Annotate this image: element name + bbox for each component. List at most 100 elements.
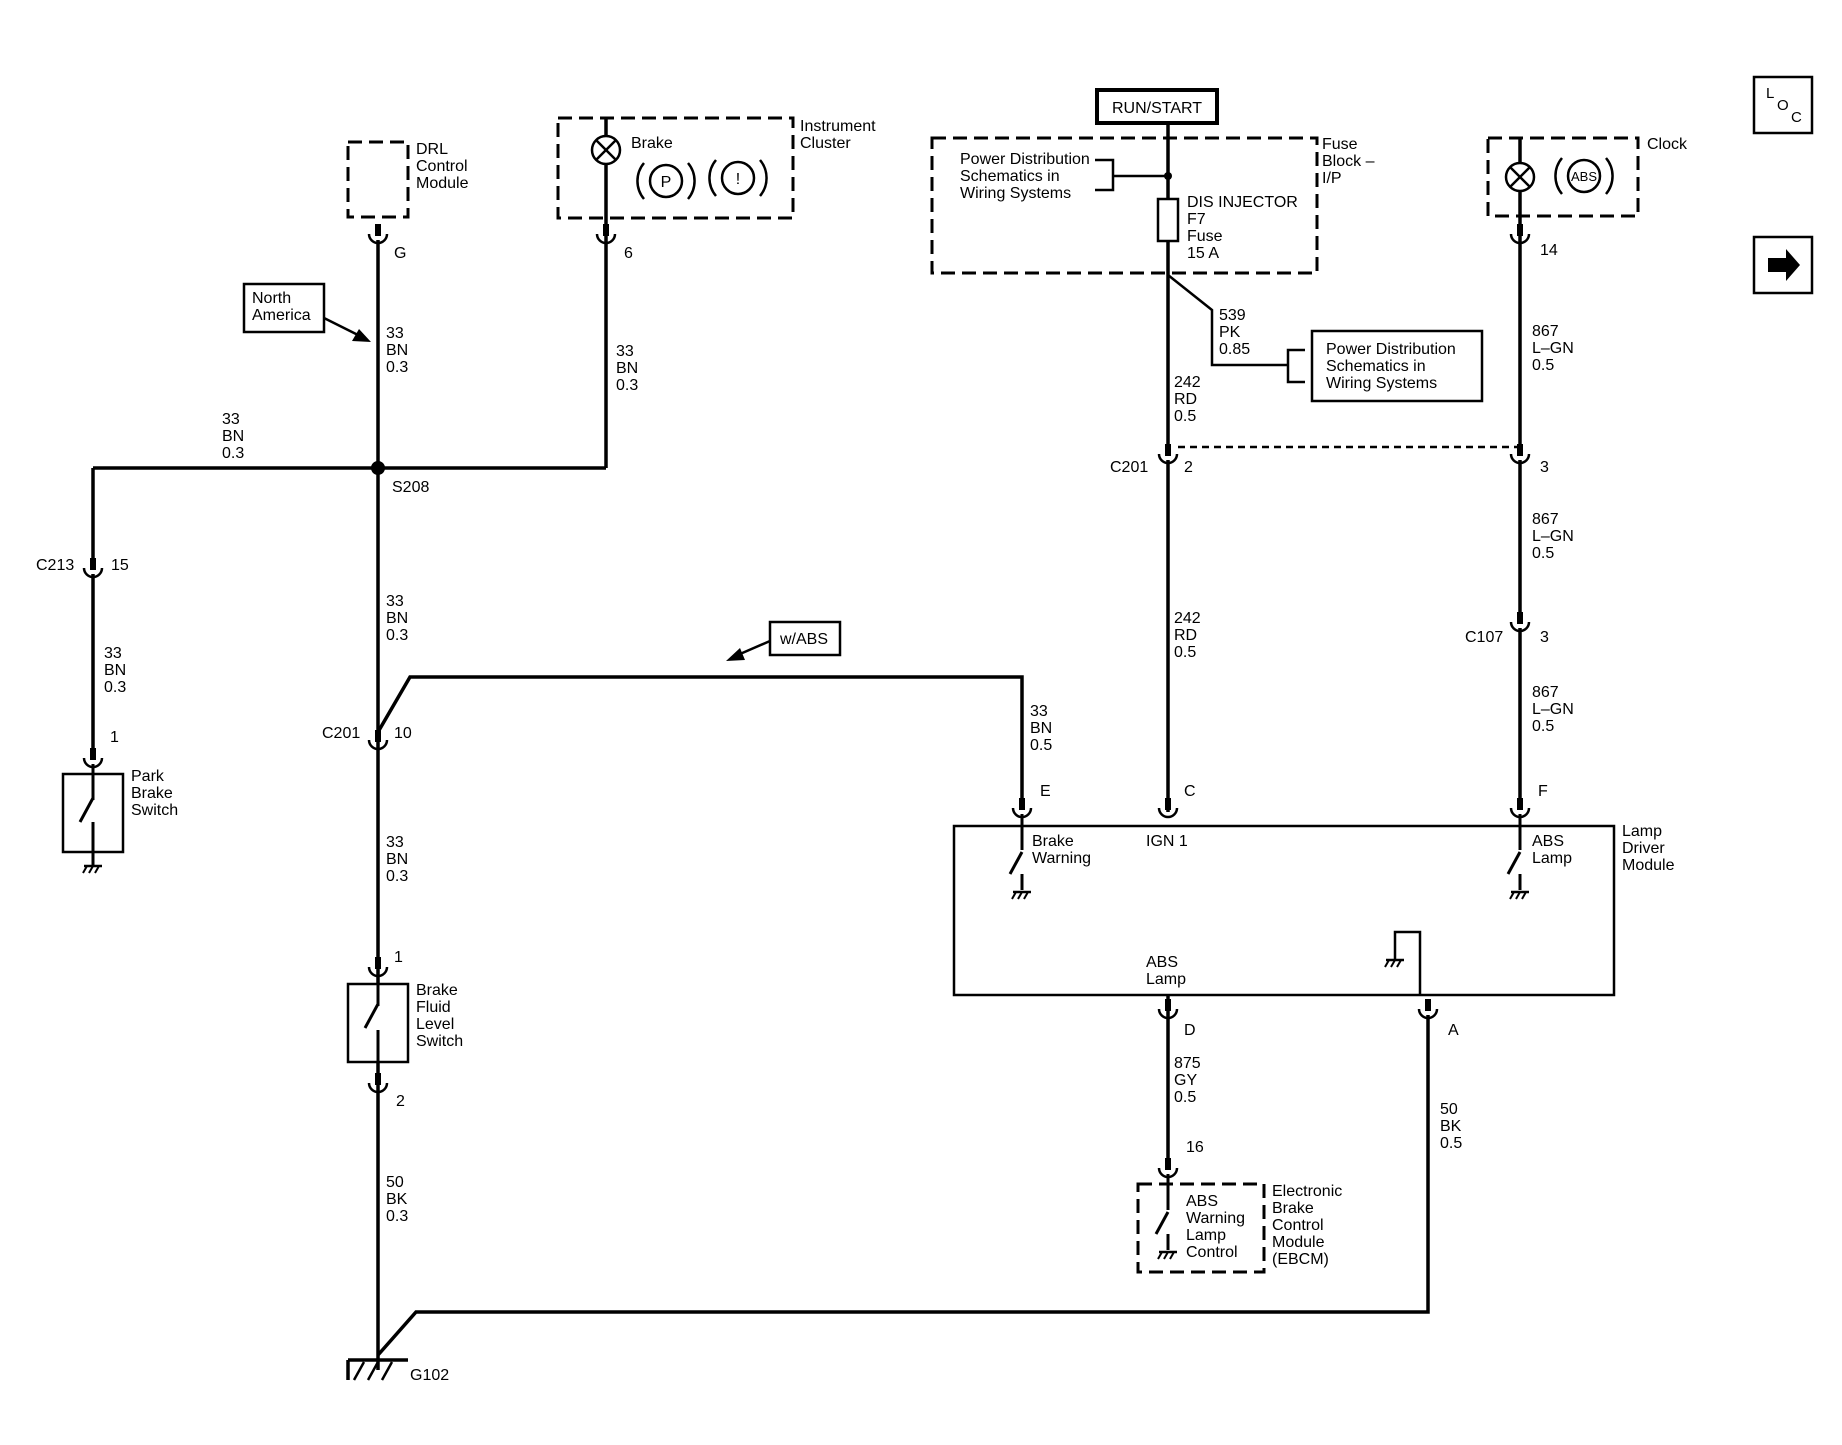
svg-text:w/ABS: w/ABS xyxy=(779,631,828,648)
wire-left-size: 0.3 xyxy=(222,445,244,462)
wire-gnd-size: 0.3 xyxy=(386,1208,408,1225)
wire-left-color: BN xyxy=(222,428,244,445)
wire-ic-size: 0.3 xyxy=(616,377,638,394)
drl-label-1: DRL xyxy=(416,141,448,158)
ldm-pin-d: D xyxy=(1184,1022,1196,1039)
pd-ref-top-1: Power Distribution xyxy=(960,151,1090,168)
wire-gnd-circuit: 50 xyxy=(386,1174,404,1191)
park-label-1: Park xyxy=(131,768,165,785)
wire-gy-color: GY xyxy=(1174,1072,1197,1089)
pd-ref-top-3: Wiring Systems xyxy=(960,185,1071,202)
c201-left-pin: 10 xyxy=(394,725,412,742)
svg-text:ABS: ABS xyxy=(1571,169,1597,184)
fuse-block xyxy=(930,136,1319,275)
c201-right-pin2: 3 xyxy=(1540,459,1549,476)
pd-ref-top-2: Schematics in xyxy=(960,168,1060,185)
ebcm-module xyxy=(1136,1182,1266,1274)
ebcm-label-3: Control xyxy=(1272,1217,1324,1234)
ebcm-label-2: Brake xyxy=(1272,1200,1314,1217)
ground-g102-icon xyxy=(346,1358,408,1381)
fuse-f7 xyxy=(1156,197,1180,243)
pd-ref-box[interactable]: Power Distribution Schematics in Wiring … xyxy=(1310,329,1484,403)
svg-text:!: ! xyxy=(736,171,740,188)
ldm-label-2: Driver xyxy=(1622,840,1665,857)
brake-fluid-level-switch xyxy=(346,974,410,1075)
wire-rd-mid-circuit: 242 xyxy=(1174,610,1201,627)
park-brake-switch xyxy=(61,764,125,866)
wire-drl-color: BN xyxy=(386,342,408,359)
ebcm-pin: 16 xyxy=(1186,1139,1204,1156)
wire-rd-top-color: RD xyxy=(1174,391,1197,408)
ldm-abs-lamp-2: Lamp xyxy=(1532,850,1572,867)
svg-text:RUN/START: RUN/START xyxy=(1112,100,1202,117)
brake-lamp-icon xyxy=(590,134,622,166)
wire-lgn-top-size: 0.5 xyxy=(1532,357,1554,374)
wire-gy-circuit: 875 xyxy=(1174,1055,1201,1072)
wire-park-color: BN xyxy=(104,662,126,679)
wire-lgn-mid-color: L–GN xyxy=(1532,528,1574,545)
wire-abs-size: 0.5 xyxy=(1030,737,1052,754)
fuse-block-label-3: I/P xyxy=(1322,170,1342,187)
wire-s208-down-color: BN xyxy=(386,610,408,627)
loc-letter-o: O xyxy=(1777,97,1789,114)
ic-pin: 6 xyxy=(624,245,633,262)
wire-rd-mid-size: 0.5 xyxy=(1174,644,1196,661)
instrument-cluster xyxy=(556,116,795,220)
park-label-3: Switch xyxy=(131,802,178,819)
abs-symbol-icon: ABS xyxy=(1554,157,1614,195)
ldm-abs-lamp-1: ABS xyxy=(1532,833,1564,850)
drl-control-module xyxy=(346,140,410,219)
abs-lamp-icon xyxy=(1504,161,1536,193)
c201-left-label: C201 xyxy=(322,725,360,742)
ebcm-label-5: (EBCM) xyxy=(1272,1251,1329,1268)
ldm-label-3: Module xyxy=(1622,857,1675,874)
ebcm-inner-2: Warning xyxy=(1186,1210,1245,1227)
wire-bk-color: BK xyxy=(1440,1118,1462,1135)
svg-text:America: America xyxy=(252,307,311,324)
wire-pk-size: 0.85 xyxy=(1219,341,1250,358)
clock-label: Clock xyxy=(1647,136,1688,153)
wire-bk-size: 0.5 xyxy=(1440,1135,1462,1152)
ic-label-1: Instrument xyxy=(800,118,876,135)
ldm-brake-warning-1: Brake xyxy=(1032,833,1074,850)
right-arrow-icon xyxy=(1768,249,1800,281)
splice-s208 xyxy=(371,461,385,475)
wire-left-circuit: 33 xyxy=(222,411,240,428)
wire-lgn-bot-color: L–GN xyxy=(1532,701,1574,718)
fuse-name: DIS INJECTOR xyxy=(1187,194,1298,211)
park-pin: 1 xyxy=(110,729,119,746)
run-start-label: RUN/START xyxy=(1095,88,1219,125)
location-button[interactable]: L O C xyxy=(1752,75,1814,135)
wire-abs-circuit: 33 xyxy=(1030,703,1048,720)
ldm-pin-e: E xyxy=(1040,783,1051,800)
parking-brake-icon: P xyxy=(636,162,696,200)
c201-right-label: C201 xyxy=(1110,459,1148,476)
ldm-pin-c: C xyxy=(1184,783,1196,800)
lamp-driver-module xyxy=(952,824,1616,997)
wire-park-circuit: 33 xyxy=(104,645,122,662)
bfl-label-4: Switch xyxy=(416,1033,463,1050)
c201-right-pin: 2 xyxy=(1184,459,1193,476)
ldm-pin-f: F xyxy=(1538,783,1548,800)
wire-abs-color: BN xyxy=(1030,720,1052,737)
bfl-label-2: Fluid xyxy=(416,999,451,1016)
wire-drl-size: 0.3 xyxy=(386,359,408,376)
wire-c201-down-circuit: 33 xyxy=(386,834,404,851)
pd-ref-3: Wiring Systems xyxy=(1326,375,1437,392)
splice-label: S208 xyxy=(392,479,429,496)
next-page-button[interactable] xyxy=(1752,235,1814,295)
ic-label-2: Cluster xyxy=(800,135,851,152)
svg-text:P: P xyxy=(661,174,672,191)
bfl-label-3: Level xyxy=(416,1016,454,1033)
ebcm-inner-4: Control xyxy=(1186,1244,1238,1261)
ldm-abs-out-1: ABS xyxy=(1146,954,1178,971)
bfl-label-1: Brake xyxy=(416,982,458,999)
wire-c201-down-color: BN xyxy=(386,851,408,868)
ebcm-label-4: Module xyxy=(1272,1234,1325,1251)
wire-lgn-mid-size: 0.5 xyxy=(1532,545,1554,562)
park-label-2: Brake xyxy=(131,785,173,802)
ldm-ign-label: IGN 1 xyxy=(1146,833,1188,850)
fuse-block-label-1: Fuse xyxy=(1322,136,1358,153)
wire-lgn-bot-circuit: 867 xyxy=(1532,684,1559,701)
